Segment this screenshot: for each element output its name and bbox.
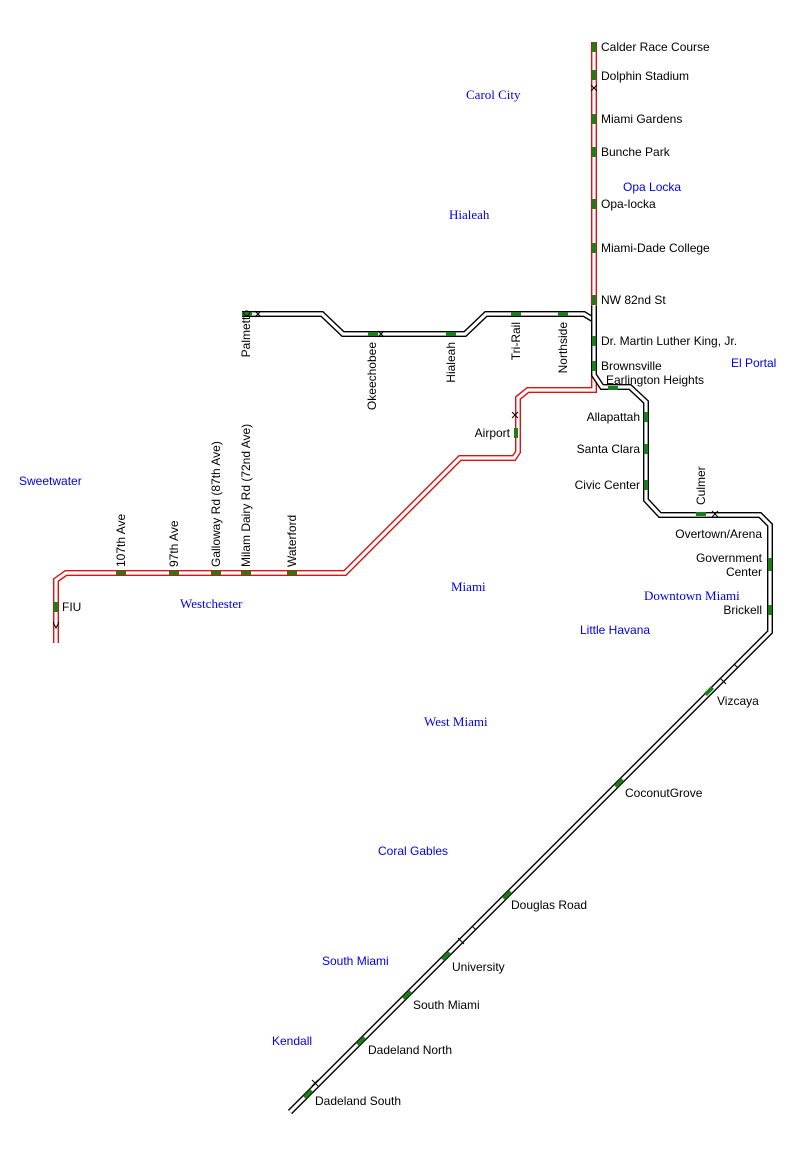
station-fiu[interactable]: FIU xyxy=(62,600,81,614)
station-labels: Calder Race Course Dolphin Stadium Miami… xyxy=(62,40,763,1108)
station-97th-ave[interactable]: 97th Ave xyxy=(167,520,181,567)
main-line-track xyxy=(287,306,773,1115)
station-northside[interactable]: Northside xyxy=(556,322,570,374)
station-dolphin-stadium[interactable]: Dolphin Stadium xyxy=(601,69,689,83)
station-santa-clara[interactable]: Santa Clara xyxy=(577,442,641,456)
area-little-havana: Little Havana xyxy=(580,623,650,637)
station-markers xyxy=(54,42,772,1099)
station-waterford[interactable]: Waterford xyxy=(285,515,299,567)
station-milam-dairy-rd[interactable]: Milam Dairy Rd (72nd Ave) xyxy=(239,424,253,567)
area-kendall: Kendall xyxy=(272,1034,312,1048)
station-brickell[interactable]: Brickell xyxy=(723,603,762,617)
station-allapattah[interactable]: Allapattah xyxy=(587,410,640,424)
area-opa-locka: Opa Locka xyxy=(623,180,681,194)
area-miami: Miami xyxy=(451,579,486,594)
rotated-station-labels: Palmetto Okeechobee Hialeah Tri-Rail Nor… xyxy=(114,310,708,567)
crossover-marks xyxy=(52,84,739,1087)
station-government-center-line2[interactable]: Center xyxy=(726,565,762,579)
station-vizcaya[interactable]: Vizcaya xyxy=(717,694,759,708)
area-downtown-miami: Downtown Miami xyxy=(644,588,740,603)
area-west-miami: West Miami xyxy=(424,714,488,729)
area-labels: Carol City Hialeah Opa Locka El Portal S… xyxy=(19,87,776,1048)
station-culmer[interactable]: Culmer xyxy=(694,466,708,505)
station-107th-ave[interactable]: 107th Ave xyxy=(114,514,128,567)
station-okeechobee[interactable]: Okeechobee xyxy=(365,342,379,410)
area-sweetwater: Sweetwater xyxy=(19,474,82,488)
area-el-portal: El Portal xyxy=(731,356,776,370)
area-hialeah: Hialeah xyxy=(449,207,490,222)
station-nw-82nd-st[interactable]: NW 82nd St xyxy=(601,293,666,307)
palmetto-branch-track xyxy=(242,311,596,337)
station-dr-martin-luther-king-jr[interactable]: Dr. Martin Luther King, Jr. xyxy=(601,334,737,348)
station-hialeah[interactable]: Hialeah xyxy=(444,342,458,383)
area-south-miami: South Miami xyxy=(322,954,389,968)
station-palmetto[interactable]: Palmetto xyxy=(239,310,253,358)
station-overtown-arena[interactable]: Overtown/Arena xyxy=(675,527,762,541)
area-carol-city: Carol City xyxy=(466,87,521,102)
station-civic-center[interactable]: Civic Center xyxy=(575,478,640,492)
station-douglas-road[interactable]: Douglas Road xyxy=(511,898,587,912)
station-galloway-rd[interactable]: Galloway Rd (87th Ave) xyxy=(209,441,223,567)
station-government-center-line1[interactable]: Government xyxy=(696,551,763,565)
station-bunche-park[interactable]: Bunche Park xyxy=(601,145,671,159)
station-miami-gardens[interactable]: Miami Gardens xyxy=(601,112,682,126)
area-westchester: Westchester xyxy=(180,596,243,611)
station-miami-dade-college[interactable]: Miami-Dade College xyxy=(601,241,710,255)
station-dadeland-south[interactable]: Dadeland South xyxy=(315,1094,401,1108)
station-university[interactable]: University xyxy=(452,960,505,974)
station-airport[interactable]: Airport xyxy=(475,426,511,440)
station-south-miami[interactable]: South Miami xyxy=(413,998,480,1012)
west-extension-track xyxy=(53,375,597,643)
station-coconut-grove[interactable]: CoconutGrove xyxy=(625,786,703,800)
station-dadeland-north[interactable]: Dadeland North xyxy=(368,1043,452,1057)
station-tri-rail[interactable]: Tri-Rail xyxy=(509,322,523,360)
station-earlington-heights[interactable]: Earlington Heights xyxy=(606,373,704,387)
station-opa-locka[interactable]: Opa-locka xyxy=(601,197,656,211)
station-calder-race-course[interactable]: Calder Race Course xyxy=(601,40,710,54)
station-brownsville[interactable]: Brownsville xyxy=(601,359,662,373)
area-coral-gables: Coral Gables xyxy=(378,844,448,858)
